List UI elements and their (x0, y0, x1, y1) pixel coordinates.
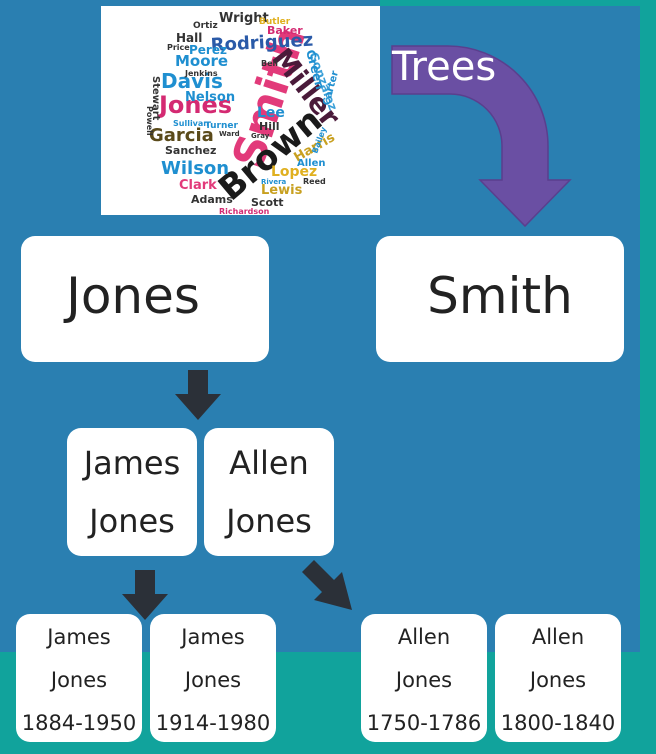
cloud-word-adams: Adams (191, 193, 233, 206)
cloud-word-turner: Turner (205, 121, 239, 131)
surname-word-cloud: Smith Brown Miller Jones Rodriguez Davis… (101, 6, 380, 215)
node-allen-1750-first: Allen (397, 625, 451, 649)
dark-arrow-down-james (122, 570, 168, 620)
dark-arrow-shape-3 (302, 560, 352, 610)
node-allen-1750-last: Jones (395, 668, 453, 692)
node-allen-jones-first: Allen (229, 444, 309, 482)
cloud-word-jones: Jones (157, 91, 232, 119)
node-james-jones: James Jones (67, 428, 197, 556)
node-james-jones-last: Jones (89, 502, 175, 540)
node-james-1884: James Jones 1884-1950 (16, 614, 142, 742)
cloud-word-wright: Wright (219, 11, 269, 26)
node-allen-jones: Allen Jones (204, 428, 334, 556)
cloud-word-lopez: Lopez (271, 164, 317, 180)
cloud-word-jenkins: Jenkins (184, 69, 218, 78)
node-james-1914-last: Jones (184, 668, 242, 692)
node-smith: Smith (376, 236, 624, 362)
dark-arrow-shape (175, 370, 221, 420)
cloud-word-allen: Allen (297, 158, 326, 169)
cloud-word-clark: Clark (179, 178, 217, 193)
purple-curved-arrow (391, 45, 572, 228)
node-allen-1750: Allen Jones 1750-1786 (361, 614, 487, 742)
cloud-word-hill: Hill (259, 120, 280, 133)
cloud-word-baker: Baker (267, 24, 303, 37)
teal-band-right (640, 0, 656, 754)
word-cloud-svg: Smith Brown Miller Jones Rodriguez Davis… (145, 11, 347, 215)
cloud-word-perez: Perez (189, 43, 227, 57)
cloud-word-garcia: Garcia (149, 125, 214, 146)
node-jones: Jones (21, 236, 269, 362)
node-james-1914-first: James (181, 625, 245, 649)
node-allen-1800-first: Allen (531, 625, 585, 649)
node-james-1884-first: James (47, 625, 111, 649)
node-allen-1800-last: Jones (529, 668, 587, 692)
node-smith-label: Smith (427, 267, 573, 325)
node-allen-1800: Allen Jones 1800-1840 (495, 614, 621, 742)
cloud-word-ortiz: Ortiz (193, 21, 218, 31)
trees-title: Trees (392, 44, 497, 90)
node-james-1884-last: Jones (50, 668, 108, 692)
cloud-word-bell: Bell (261, 59, 278, 68)
node-allen-1800-years: 1800-1840 (500, 711, 616, 735)
cloud-word-butler: Butler (259, 17, 291, 27)
cloud-word-reed: Reed (303, 177, 326, 186)
node-allen-jones-last: Jones (226, 502, 312, 540)
cloud-word-wilson: Wilson (161, 158, 229, 179)
cloud-word-hall: Hall (176, 31, 202, 45)
cloud-word-price: Price (167, 43, 190, 52)
cloud-word-davis: Davis (161, 69, 223, 93)
dark-arrow-shape-2 (122, 570, 168, 620)
node-allen-1750-years: 1750-1786 (366, 711, 482, 735)
cloud-word-ward: Ward (219, 130, 240, 138)
dark-arrow-down-jones (175, 370, 221, 420)
node-james-1914: James Jones 1914-1980 (150, 614, 276, 742)
cloud-word-rivera: Rivera (261, 178, 287, 186)
node-james-1914-years: 1914-1980 (155, 711, 271, 735)
cloud-word-moore: Moore (175, 52, 228, 70)
cloud-word-stewart: Stewart (150, 76, 161, 121)
purple-arrow-shape (391, 45, 572, 228)
node-james-1884-years: 1884-1950 (21, 711, 137, 735)
cloud-word-nelson: Nelson (185, 90, 235, 105)
cloud-word-lewis: Lewis (261, 183, 303, 198)
cloud-word-scott: Scott (251, 196, 284, 209)
cloud-word-gray: Gray (251, 132, 270, 140)
cloud-word-lee: Lee (257, 105, 285, 121)
cloud-word-richardson: Richardson (219, 207, 270, 215)
dark-arrow-diagonal-allen (302, 560, 352, 610)
cloud-word-powell: Powell (145, 106, 154, 136)
node-james-jones-first: James (83, 444, 181, 482)
cloud-word-sanchez: Sanchez (165, 144, 216, 157)
node-jones-label: Jones (66, 267, 200, 325)
cloud-word-sullivan: Sullivan (173, 119, 209, 128)
teal-band-top (380, 0, 656, 6)
